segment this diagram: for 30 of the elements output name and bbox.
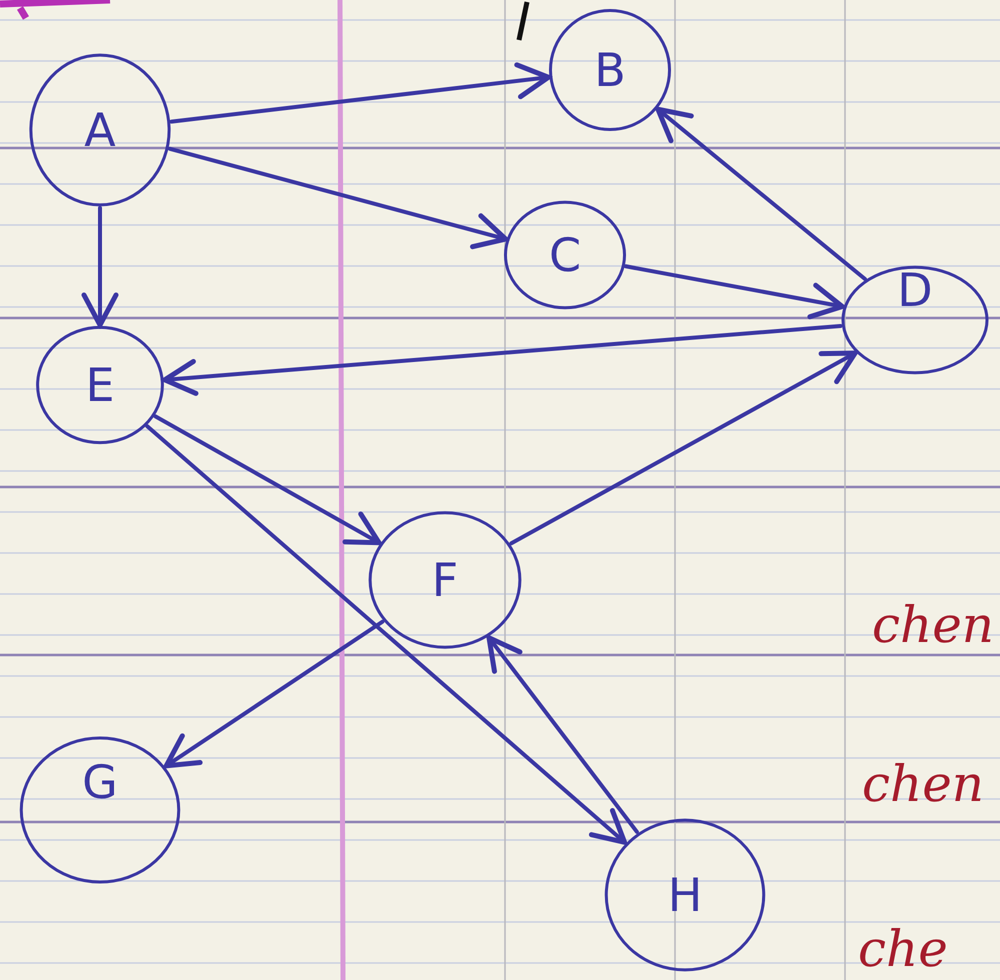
arrow [162,324,842,396]
node-letter: F [432,553,458,607]
node-letter: B [594,43,626,97]
handwritten-word: che [858,920,948,978]
arrow [164,620,384,768]
node-circle [18,735,182,885]
node-letter: D [897,263,933,317]
node-circle [840,265,990,375]
node-letter: H [668,868,702,922]
node-letter: E [85,358,115,412]
node-letter: G [82,755,118,809]
arrow [486,635,639,834]
arrow [153,414,382,546]
node-circle [548,8,672,132]
node-circle [603,817,767,973]
arrow [145,424,628,845]
node-letter: C [548,228,582,282]
node-circle [367,510,523,650]
handwritten-word: chen [862,755,984,813]
arrow [624,264,845,320]
node-circle [35,325,165,445]
arrow [655,106,867,281]
arrow [82,206,118,328]
handwritten-word: chen [872,596,994,654]
node-letter: A [84,103,116,157]
node-circle [503,200,627,310]
arrow [168,146,508,250]
arrow [170,62,551,124]
node-circle [28,52,172,208]
arrow [509,350,858,546]
